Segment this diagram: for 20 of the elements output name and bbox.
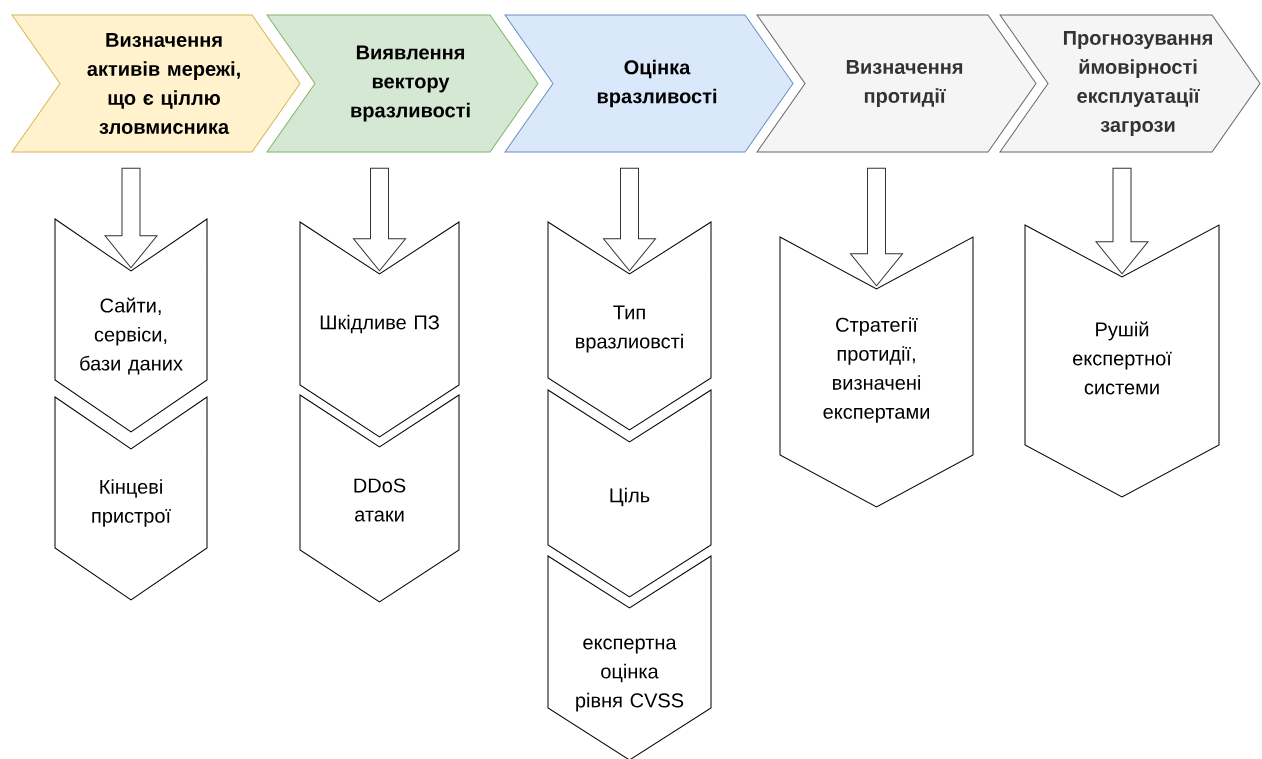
chevron-block: Шкідливе ПЗ [299, 221, 460, 438]
node-label: Прогнозування ймовірності експлуатації загрози [1063, 31, 1212, 136]
block-arrow [353, 167, 406, 272]
chevron-block: Сайти, сервіси, бази даних [54, 218, 208, 433]
chevron-block: Тип вразлиовсті [547, 221, 712, 431]
block-arrow [104, 167, 158, 269]
chevron-block: експертна оцінка рівня CVSS [547, 555, 712, 759]
chevron-block: Рушій експертної системи [1024, 224, 1220, 498]
chevron-step: Прогнозування ймовірності експлуатації загрози [999, 14, 1261, 153]
block-arrow [603, 167, 656, 272]
chevron-step: Оцінка вразливості [504, 14, 794, 153]
chevron-step: Виявлення вектору вразливості [266, 14, 539, 153]
block-arrow [850, 167, 903, 287]
chevron-block: DDoS атаки [299, 394, 460, 603]
block-arrow [1095, 167, 1149, 275]
chevron-step: Визначення протидії [756, 14, 1037, 153]
chevron-step: Визначення активів мережі, що є ціллю зловмисника [11, 14, 301, 153]
chevron-block: Кінцеві пристрої [54, 396, 208, 601]
chevron-block: Ціль [547, 389, 712, 598]
chevron-block: Стратегії протидії, визначені експертами [779, 236, 974, 508]
